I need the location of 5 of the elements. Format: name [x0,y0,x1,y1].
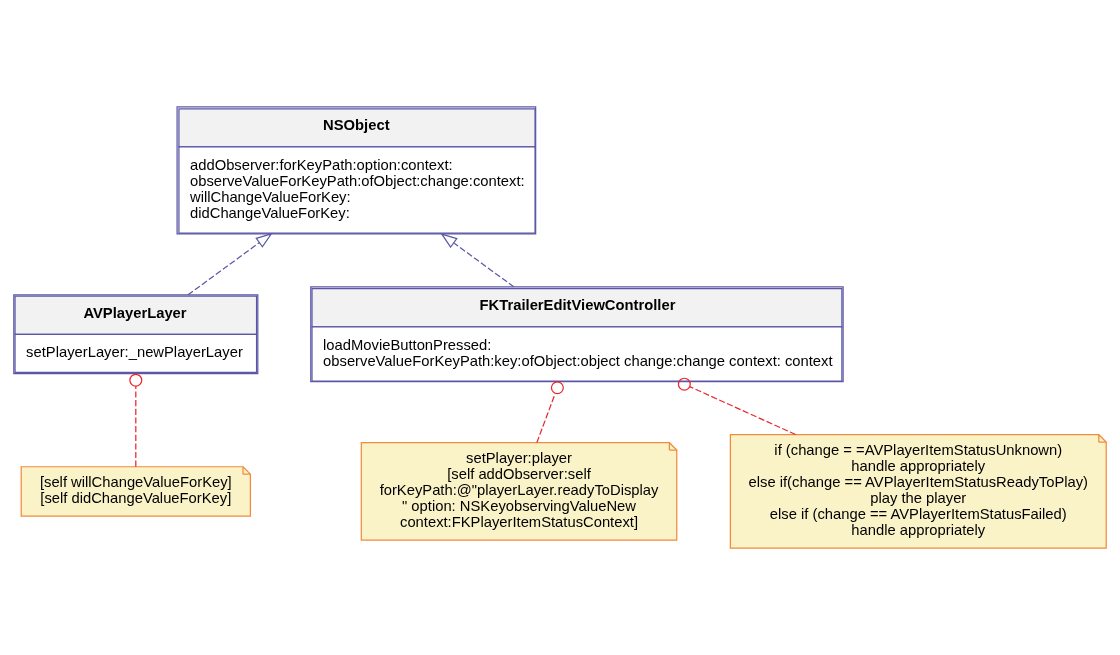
arrow [187,232,273,296]
arrow [440,233,515,288]
connector [677,377,797,436]
connector [129,373,143,468]
connector [536,381,564,444]
